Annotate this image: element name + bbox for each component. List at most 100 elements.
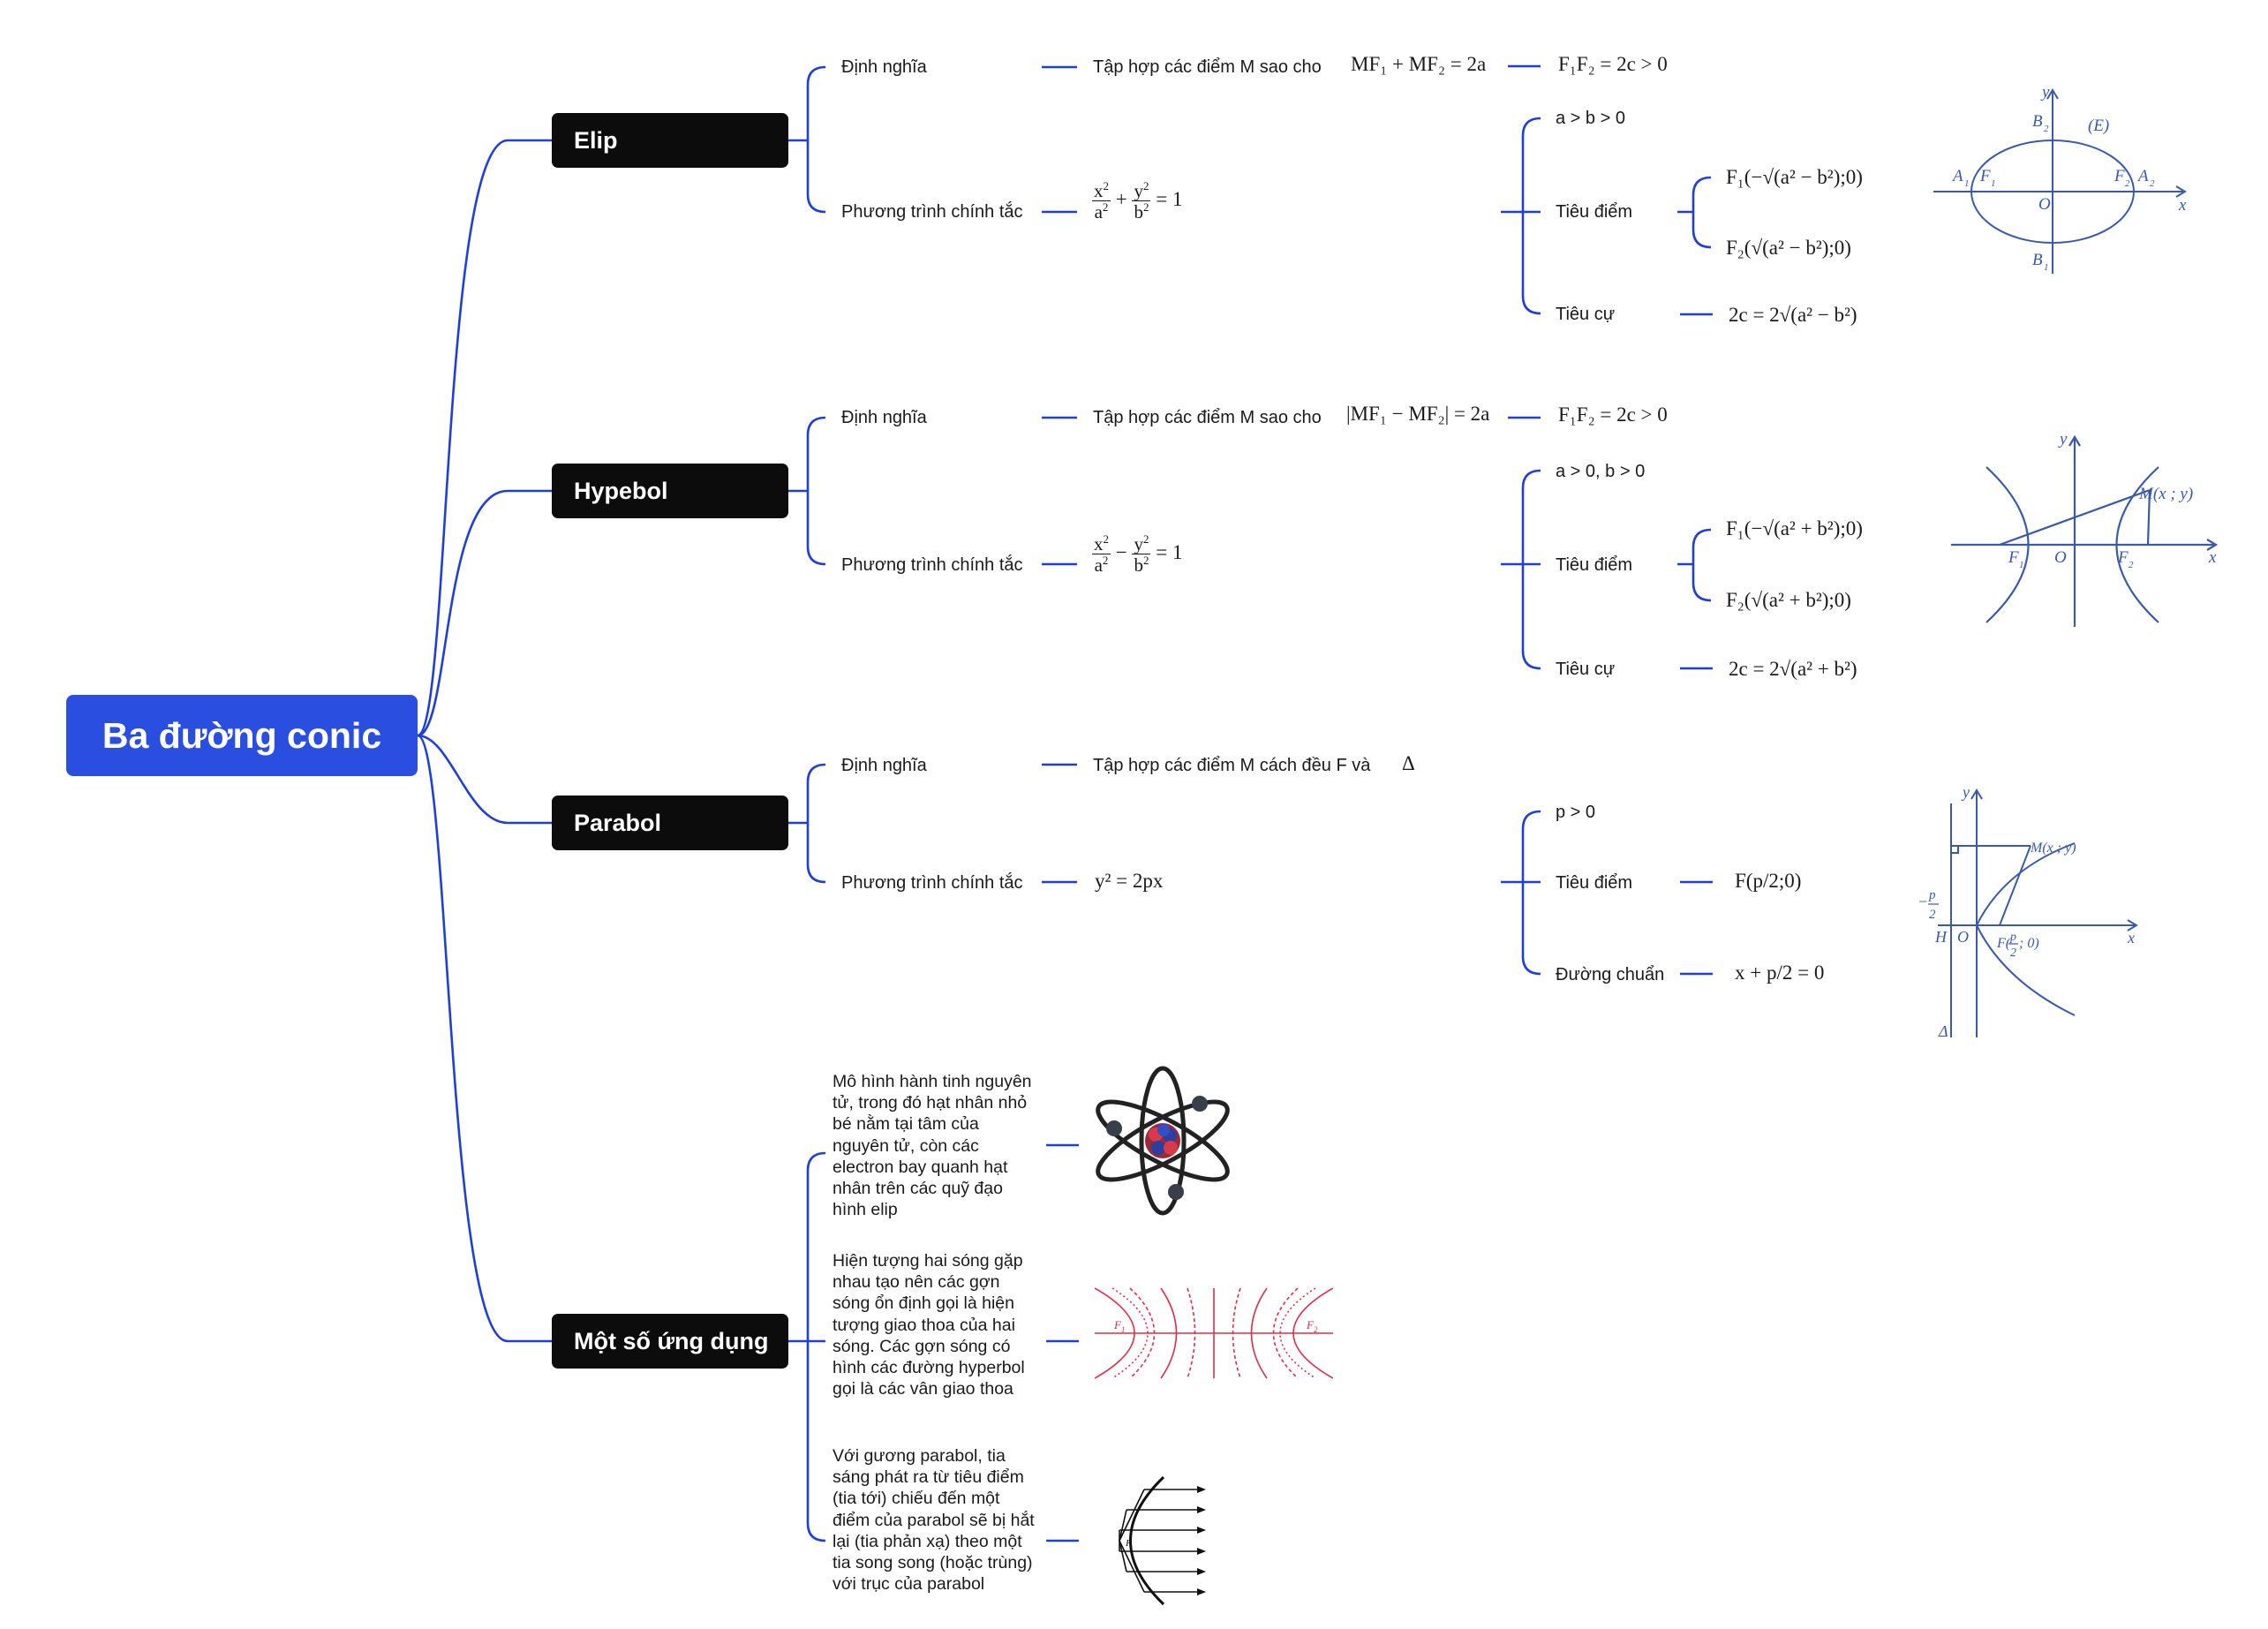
elip-def-formula: MF₁ + MF₂ = 2a (1351, 53, 1487, 75)
parabol-fig-f2: 2 (2010, 946, 2016, 960)
elip-fig-y: y (2040, 83, 2050, 102)
parabol-eq-label[interactable]: Phương trình chính tắc (841, 873, 1023, 893)
parabol-fig-delta: Δ (1938, 1022, 1948, 1040)
node-hypebol[interactable]: Hypebol (552, 464, 788, 518)
node-elip-title: Elip (574, 126, 618, 154)
root-title: Ba đường conic (102, 714, 382, 756)
elip-fig-a2-sub: 2 (2150, 178, 2155, 189)
hypebol-fig-f2: F (2117, 548, 2129, 567)
elip-fig-x: x (2178, 196, 2187, 215)
node-parabol-title: Parabol (574, 809, 662, 836)
hypebol-fig-f2-sub: 2 (2129, 560, 2134, 570)
elip-focus-label[interactable]: Tiêu điểm (1556, 202, 1633, 222)
parabol-directrix: x + p/2 = 0 (1735, 962, 1825, 984)
hypebol-f2: F₂(√(a² + b²);0) (1726, 589, 1851, 611)
elip-f1: F₁(−√(a² − b²);0) (1726, 166, 1863, 188)
parabol-def-label[interactable]: Định nghĩa (841, 756, 927, 775)
elip-fig-f1: F (1979, 167, 1991, 185)
wave-fig-f1-sub: 1 (1121, 1325, 1126, 1334)
parabol-cond: p > 0 (1556, 803, 1596, 822)
elip-fig-b1: B (2032, 251, 2043, 269)
app-item-atom: Mô hình hành tinh nguyên tử, trong đó hạ… (833, 1072, 1032, 1220)
hypebol-def-cond: F₁F₂ = 2c > 0 (1558, 403, 1668, 426)
elip-fig-b2-sub: 2 (2044, 124, 2049, 134)
node-apps[interactable]: Một số ứng dụng (552, 1314, 788, 1369)
wave-fig-f2-sub: 2 (1314, 1325, 1318, 1334)
parabol-eq: y² = 2px (1095, 870, 1164, 892)
hypebol-def-label[interactable]: Định nghĩa (841, 408, 927, 427)
hypebol-focal: 2c = 2√(a² + b²) (1729, 658, 1857, 680)
app-item-wave: Hiện tượng hai sóng gặp nhau tạo nên các… (833, 1251, 1025, 1399)
parabol-fig-x: x (2127, 929, 2135, 946)
parabol-focus: F(p/2;0) (1735, 870, 1802, 892)
hypebol-f1: F₁(−√(a² + b²);0) (1726, 517, 1863, 539)
atom-icon (1096, 1066, 1230, 1216)
hypebol-fig-y: y (2058, 430, 2068, 449)
parabol-def-text: Tập hợp các điểm M cách đều F và (1093, 756, 1371, 775)
wave-interference-icon: F 1 F 2 (1095, 1287, 1333, 1379)
elip-eq-label[interactable]: Phương trình chính tắc (841, 202, 1023, 222)
parabol-fig-h: H (1934, 928, 1948, 946)
parabol-fig-mp: p (1928, 888, 1936, 902)
wave-fig-f1: F (1113, 1318, 1122, 1331)
parabol-fig-fp: p (2009, 931, 2016, 944)
parabol-fig-m: M(x ; y) (2030, 841, 2076, 856)
hypebol-focus-label[interactable]: Tiêu điểm (1556, 555, 1633, 575)
parabol-def-delta: Δ (1402, 752, 1415, 774)
parabol-fig-m2: 2 (1929, 908, 1936, 922)
elip-def-text: Tập hợp các điểm M sao cho (1093, 57, 1322, 77)
root-node[interactable]: Ba đường conic (66, 695, 418, 776)
hypebol-fig-o: O (2054, 548, 2067, 567)
parabol-fig-f: F( (1996, 936, 2012, 951)
elip-fig-f1-sub: 1 (1991, 178, 1996, 189)
app-item-mirror: Với gương parabol, tia sáng phát ra từ t… (833, 1446, 1035, 1595)
parabol-directrix-label[interactable]: Đường chuẩn (1556, 965, 1665, 984)
parabol-fig-minus: − (1918, 893, 1928, 910)
elip-fig-a2: A (2136, 167, 2149, 185)
hypebol-fig-m: M(x ; y) (2138, 485, 2193, 503)
node-elip[interactable]: Elip (552, 113, 788, 168)
hypebol-focal-label[interactable]: Tiêu cự (1556, 660, 1616, 679)
elip-focal: 2c = 2√(a² − b²) (1729, 304, 1857, 326)
elip-fig-a1-sub: 1 (1964, 178, 1970, 189)
parabol-fig-fend: ; 0) (2019, 936, 2039, 951)
hypebol-def-formula: |MF₁ − MF₂| = 2a (1346, 403, 1490, 425)
elip-fig-b1-sub: 1 (2044, 262, 2049, 273)
elip-f2: F₂(√(a² − b²);0) (1726, 237, 1851, 259)
elip-cond: a > b > 0 (1556, 109, 1625, 128)
wave-fig-f2: F (1306, 1318, 1315, 1331)
parabolic-mirror-icon: F (1119, 1475, 1206, 1606)
elip-figure: y x O (E) A 1 A 2 B 2 B 1 F 1 F 2 (1933, 83, 2187, 274)
elip-fig-o: O (2038, 195, 2051, 214)
parabol-fig-o: O (1957, 928, 1969, 946)
hypebol-fig-x: x (2208, 548, 2217, 567)
hypebol-def-text: Tập hợp các điểm M sao cho (1093, 408, 1322, 427)
elip-fig-a1: A (1951, 167, 1963, 185)
hypebol-figure: y x O M(x ; y) F 1 F 2 (1951, 430, 2219, 627)
elip-focal-label[interactable]: Tiêu cự (1556, 305, 1616, 324)
elip-eq-sign: + (1115, 187, 1127, 210)
hypebol-fig-f1-sub: 1 (2019, 560, 2024, 570)
hypebol-fig-f1: F (2008, 548, 2019, 567)
parabol-focus-label[interactable]: Tiêu điểm (1556, 873, 1633, 893)
parabol-figure: y x O H M(x ; y) F( p 2 ; 0) − p 2 Δ (1918, 783, 2138, 1040)
elip-fig-b2: B (2032, 112, 2043, 131)
hypebol-eq-rhs: = 1 (1156, 540, 1183, 563)
elip-fig-e: (E) (2088, 117, 2109, 135)
elip-def-cond: F₁F₂ = 2c > 0 (1558, 53, 1668, 75)
node-apps-title: Một số ứng dụng (574, 1327, 769, 1354)
elip-eq-rhs: = 1 (1156, 187, 1183, 210)
elip-fig-f2-sub: 2 (2125, 178, 2130, 189)
hypebol-cond: a > 0, b > 0 (1556, 462, 1646, 481)
node-parabol[interactable]: Parabol (552, 796, 788, 850)
elip-def-label[interactable]: Định nghĩa (841, 57, 927, 77)
hypebol-eq-label[interactable]: Phương trình chính tắc (841, 555, 1023, 575)
hypebol-eq-sign: − (1115, 540, 1127, 563)
mirror-fig-f: F (1125, 1538, 1132, 1549)
node-hypebol-title: Hypebol (574, 477, 668, 504)
parabol-fig-y: y (1961, 783, 1970, 801)
elip-fig-f2: F (2114, 167, 2125, 185)
